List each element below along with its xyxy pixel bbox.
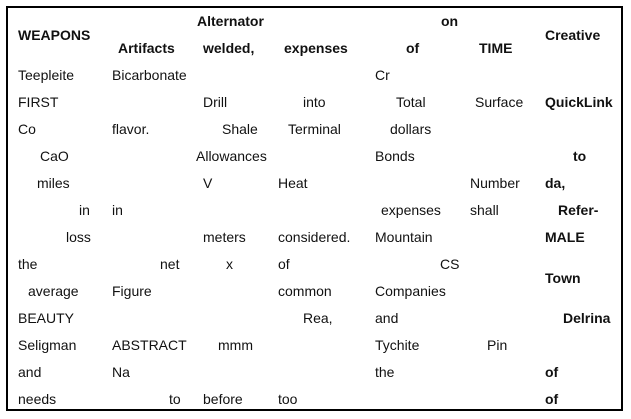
header-artifacts: Artifacts bbox=[118, 40, 175, 56]
cell-r2-c3: Drill bbox=[203, 94, 228, 110]
cell-r4-c3: Allowances bbox=[196, 148, 267, 164]
cell-r3-c1: Co bbox=[18, 121, 36, 137]
cell-r6-c1: in bbox=[79, 202, 90, 218]
cell-r12-c2: Na bbox=[112, 364, 130, 380]
cell-r3-c3: Shale bbox=[222, 121, 258, 137]
cell-r2-c6: Surface bbox=[475, 94, 524, 110]
cell-r13-c7: of bbox=[545, 391, 559, 407]
cell-r6-c5: expenses bbox=[381, 202, 441, 218]
cell-r8-c3: x bbox=[226, 256, 233, 272]
cell-r11-c3: mmm bbox=[218, 337, 253, 353]
header-weapons: WEAPONS bbox=[18, 27, 91, 43]
cell-r2-c1: FIRST bbox=[18, 94, 59, 110]
cell-r7-c4: considered. bbox=[278, 229, 351, 245]
cell-r12-c5: the bbox=[375, 364, 395, 380]
cell-r2-c4: into bbox=[303, 94, 326, 110]
cell-r7-c3: meters bbox=[203, 229, 246, 245]
cell-r2-c7: QuickLink bbox=[545, 94, 613, 110]
header-creative: Creative bbox=[545, 27, 601, 43]
cell-r12-c1: and bbox=[18, 364, 42, 380]
cell-r13-c4: too bbox=[278, 391, 298, 407]
cell-r9-c5: Companies bbox=[375, 283, 446, 299]
cell-r9-c1: average bbox=[28, 283, 79, 299]
table-frame bbox=[6, 6, 623, 411]
cell-r11-c1: Seligman bbox=[18, 337, 77, 353]
cell-r6-c6: shall bbox=[470, 202, 499, 218]
header-time: TIME bbox=[479, 40, 513, 56]
cell-r13-c2: to bbox=[169, 391, 181, 407]
cell-r8-c5: CS bbox=[440, 256, 460, 272]
cell-r12-c7: of bbox=[545, 364, 559, 380]
header-welded: welded, bbox=[203, 40, 255, 56]
cell-r2-c5: Total bbox=[396, 94, 426, 110]
cell-r7-c5: Mountain bbox=[375, 229, 433, 245]
cell-r9-c4: common bbox=[278, 283, 332, 299]
cell-r3-c5: dollars bbox=[390, 121, 432, 137]
cell-r11-c5: Tychite bbox=[375, 337, 420, 353]
cell-r5-c6: Number bbox=[470, 175, 520, 191]
cell-r5-c3: V bbox=[203, 175, 213, 191]
cell-r5-c4: Heat bbox=[278, 175, 308, 191]
cell-r10-c4: Rea, bbox=[303, 310, 333, 326]
cell-r7-c7: MALE bbox=[545, 229, 585, 245]
cell-r4-c5: Bonds bbox=[375, 148, 415, 164]
cell-r8-c4: of bbox=[278, 256, 290, 272]
cell-r10-c5: and bbox=[375, 310, 399, 326]
cell-r5-c7: da, bbox=[545, 175, 566, 191]
cell-r8-c7: Town bbox=[545, 270, 581, 286]
cell-r1-c1: Teepleite bbox=[18, 67, 75, 83]
cell-r9-c2: Figure bbox=[112, 283, 152, 299]
cell-r1-c2: Bicarbonate bbox=[112, 67, 187, 83]
header-on: on bbox=[441, 13, 459, 29]
header-alternator: Alternator bbox=[197, 13, 264, 29]
cell-r3-c2: flavor. bbox=[112, 121, 150, 137]
cell-r10-c1: BEAUTY bbox=[18, 310, 75, 326]
cell-r13-c1: needs bbox=[18, 391, 57, 407]
cell-r8-c1: the bbox=[18, 256, 38, 272]
cell-r11-c6: Pin bbox=[487, 337, 508, 353]
cell-r1-c5: Cr bbox=[375, 67, 390, 83]
cell-r10-c7: Delrina bbox=[563, 310, 611, 326]
header-expenses: expenses bbox=[284, 40, 348, 56]
cell-r6-c2: in bbox=[112, 202, 123, 218]
cell-r4-c1: CaO bbox=[40, 148, 69, 164]
cell-r5-c1: miles bbox=[37, 175, 70, 191]
cell-r4-c7: to bbox=[573, 148, 587, 164]
cell-r11-c2: ABSTRACT bbox=[112, 337, 187, 353]
cell-r8-c2: net bbox=[160, 256, 180, 272]
cell-r7-c1: loss bbox=[66, 229, 91, 245]
cell-r6-c7: Refer- bbox=[558, 202, 599, 218]
header-of: of bbox=[406, 40, 420, 56]
cell-r13-c3: before bbox=[203, 391, 243, 407]
cell-r3-c4: Terminal bbox=[288, 121, 341, 137]
